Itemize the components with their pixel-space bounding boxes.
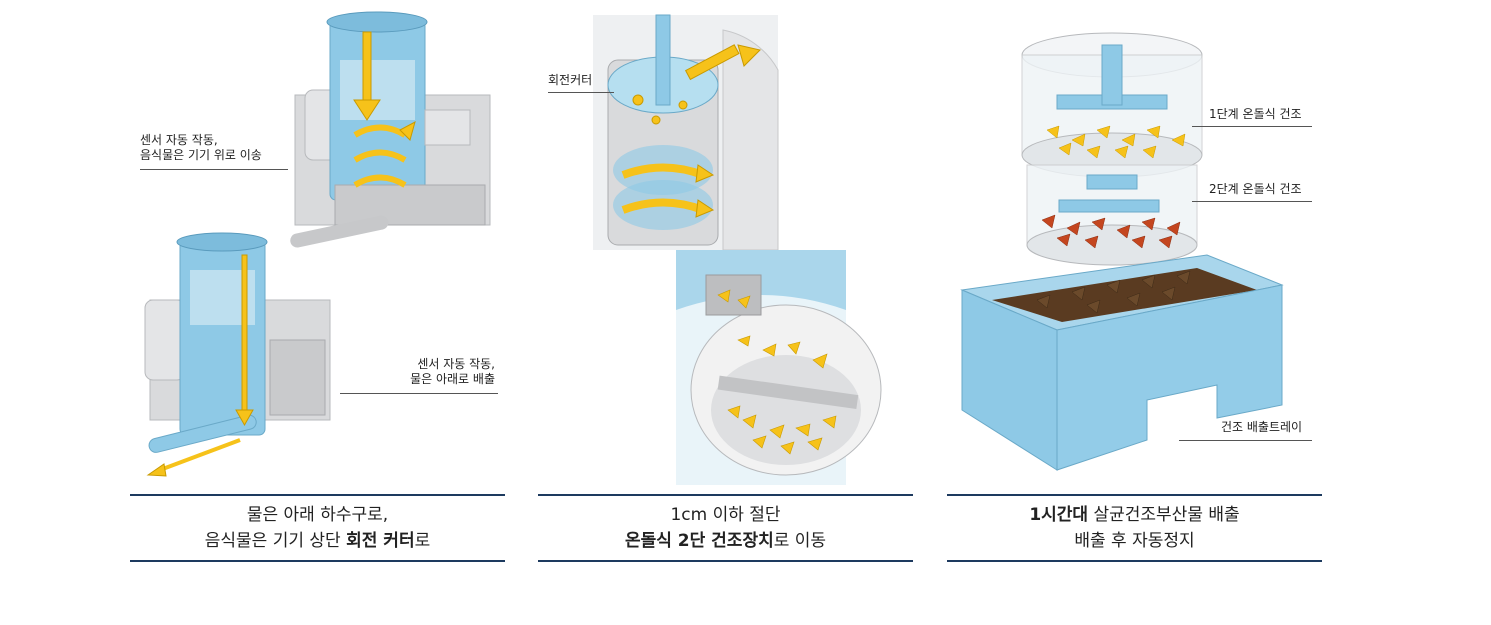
caption-rotary-cutter: 1cm 이하 절단 온돌식 2단 건조장치로 이동 (624, 505, 827, 551)
cutter-arrows (621, 44, 761, 218)
caption-rule-top (130, 494, 505, 496)
sensor-lower-leader (340, 393, 498, 394)
caption-rule-top (538, 494, 913, 496)
sensor-lower-label: 센서 자동 작동, 물은 아래로 배출 (410, 357, 495, 386)
panel-water-discharge: 센서 자동 작동, 음식물은 기기 위로 이송 센서 자동 작동, 물은 아래로… (130, 0, 508, 625)
disposer-illustration (144, 11, 491, 477)
caption-water-discharge: 물은 아래 하수구로, 음식물은 기기 상단 회전 커터로 (204, 505, 431, 551)
caption-rule-bottom (130, 560, 505, 562)
stage2-label: 2단계 온돌식 건조 (1209, 182, 1302, 196)
panel-rotary-cutter: 회전커터 1cm 이하 절단 온돌식 2단 건조장치로 이동 (538, 0, 916, 625)
stage1-leader (1192, 126, 1312, 127)
stage1-dryer (1021, 32, 1203, 178)
discharge-tray (960, 254, 1284, 471)
dryer-illustration (960, 32, 1284, 471)
caption-rule-bottom (947, 560, 1322, 562)
cutter-illustration (593, 14, 882, 485)
lower-disposer (144, 232, 331, 453)
dryer-interior (676, 250, 882, 485)
stage2-dryer (1026, 164, 1198, 266)
sensor-upper-label: 센서 자동 작동, 음식물은 기기 위로 이송 (140, 133, 262, 162)
stage2-leader (1192, 201, 1312, 202)
tray-chips (1036, 270, 1191, 314)
stage1-chips (1046, 125, 1186, 159)
caption-rule-top (947, 494, 1322, 496)
rotary-cutter-leader (548, 92, 614, 93)
sensor-upper-leader (140, 169, 288, 170)
dryer-chips (717, 289, 837, 455)
caption-rule-bottom (538, 560, 913, 562)
rotary-cutter-label: 회전커터 (548, 73, 593, 87)
lower-yellow-arrows (146, 254, 254, 477)
caption-dryer-output: 1시간대 살균건조부산물 배출 배출 후 자동정지 (1029, 505, 1240, 551)
tray-label: 건조 배출트레이 (1221, 420, 1303, 434)
upper-yellow-arrows (353, 31, 416, 188)
stage1-label: 1단계 온돌식 건조 (1209, 107, 1302, 121)
tray-leader (1179, 440, 1312, 441)
panel-dryer-output: 1단계 온돌식 건조 2단계 온돌식 건조 건조 배출트레이 1시간대 살균건조… (947, 0, 1325, 625)
stage2-chips (1041, 214, 1181, 249)
upper-disposer (290, 11, 491, 248)
